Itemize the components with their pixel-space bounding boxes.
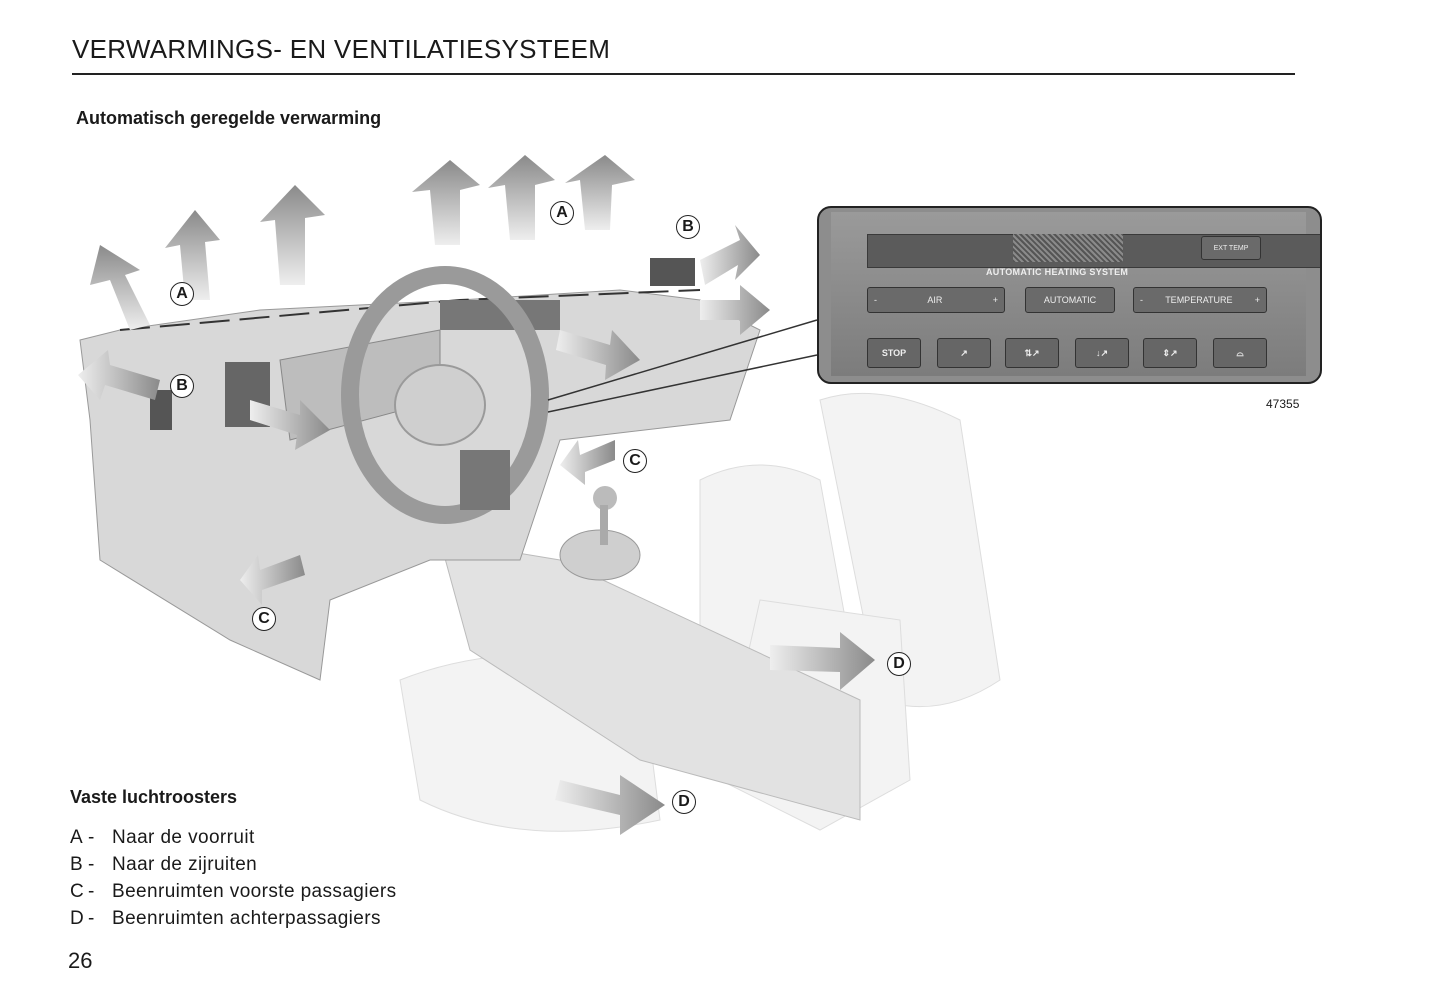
section-subtitle: Automatisch geregelde verwarming bbox=[76, 108, 382, 128]
temperature-label: TEMPERATURE bbox=[1165, 295, 1233, 305]
climate-control-panel: EXT TEMP AUTOMATIC HEATING SYSTEM - AIR … bbox=[817, 206, 1322, 384]
vent-face-button[interactable]: ↗ bbox=[937, 338, 991, 368]
legend-sep: - bbox=[88, 881, 95, 902]
callout-b: B bbox=[170, 374, 194, 398]
vent-feet-screen-icon: ⇕↗ bbox=[1162, 347, 1178, 358]
steering-column bbox=[460, 450, 510, 510]
figure-number: 47355 bbox=[1266, 397, 1300, 411]
air-minus[interactable]: - bbox=[874, 295, 877, 305]
legend-key: A bbox=[70, 827, 84, 848]
airflow-arrows-side bbox=[78, 225, 770, 450]
stop-button[interactable]: STOP bbox=[867, 338, 921, 368]
ext-temp-button[interactable]: EXT TEMP bbox=[1201, 236, 1261, 260]
callout-c: C bbox=[623, 449, 647, 473]
defrost-icon: ⌓ bbox=[1236, 347, 1244, 358]
temperature-button[interactable]: - TEMPERATURE + bbox=[1133, 287, 1267, 313]
vent-face-feet-button[interactable]: ⇅↗ bbox=[1005, 338, 1059, 368]
legend-key: C bbox=[70, 881, 85, 902]
legend-key: D bbox=[70, 908, 85, 929]
sensor-grille bbox=[1013, 234, 1123, 262]
legend-text: Naar de voorruit bbox=[112, 827, 255, 848]
defrost-button[interactable]: ⌓ bbox=[1213, 338, 1267, 368]
legend-text: Beenruimten achterpassagiers bbox=[112, 908, 381, 929]
legend-sep: - bbox=[88, 854, 95, 875]
airflow-arrows-windscreen bbox=[90, 155, 635, 330]
legend-key: B bbox=[70, 854, 84, 875]
center-console bbox=[439, 539, 861, 821]
gear-knob bbox=[593, 486, 617, 510]
system-label: AUTOMATIC HEATING SYSTEM bbox=[986, 267, 1129, 277]
legend-title: Vaste luchtroosters bbox=[70, 787, 238, 807]
legend-sep: - bbox=[88, 827, 95, 848]
legend-sep: - bbox=[88, 908, 95, 929]
air-label: AIR bbox=[927, 295, 943, 305]
steering-wheel bbox=[341, 266, 549, 524]
callout-a: A bbox=[170, 282, 194, 306]
automatic-button[interactable]: AUTOMATIC bbox=[1025, 287, 1115, 313]
temperature-minus[interactable]: - bbox=[1140, 295, 1143, 305]
vent bbox=[650, 258, 695, 286]
vent-feet-button[interactable]: ↓↗ bbox=[1075, 338, 1129, 368]
legend-text: Beenruimten voorste passagiers bbox=[112, 881, 397, 902]
legend-text: Naar de zijruiten bbox=[112, 854, 258, 875]
callout-b: B bbox=[676, 215, 700, 239]
temperature-plus[interactable]: + bbox=[1254, 295, 1260, 305]
page-title: VERWARMINGS- EN VENTILATIESYSTEEM bbox=[72, 34, 611, 64]
legend-item: D-Beenruimten achterpassagiers bbox=[70, 905, 396, 932]
vent-face-icon: ↗ bbox=[960, 347, 968, 358]
legend-item: C-Beenruimten voorste passagiers bbox=[70, 878, 396, 905]
callout-c: C bbox=[252, 607, 276, 631]
vent-feet-screen-button[interactable]: ⇕↗ bbox=[1143, 338, 1197, 368]
callout-d: D bbox=[672, 790, 696, 814]
callout-a: A bbox=[550, 201, 574, 225]
vent-feet-icon: ↓↗ bbox=[1095, 347, 1109, 358]
legend-list: A-Naar de voorruit B-Naar de zijruiten C… bbox=[70, 824, 396, 932]
legend-item: B-Naar de zijruiten bbox=[70, 851, 396, 878]
page-number: 26 bbox=[68, 948, 93, 973]
airflow-arrows-footwell bbox=[240, 440, 875, 835]
title-rule bbox=[72, 73, 1295, 75]
callout-d: D bbox=[887, 652, 911, 676]
air-plus[interactable]: + bbox=[992, 295, 998, 305]
legend-item: A-Naar de voorruit bbox=[70, 824, 396, 851]
vent-face-feet-icon: ⇅↗ bbox=[1024, 347, 1040, 358]
vent bbox=[150, 390, 172, 430]
air-button[interactable]: - AIR + bbox=[867, 287, 1005, 313]
